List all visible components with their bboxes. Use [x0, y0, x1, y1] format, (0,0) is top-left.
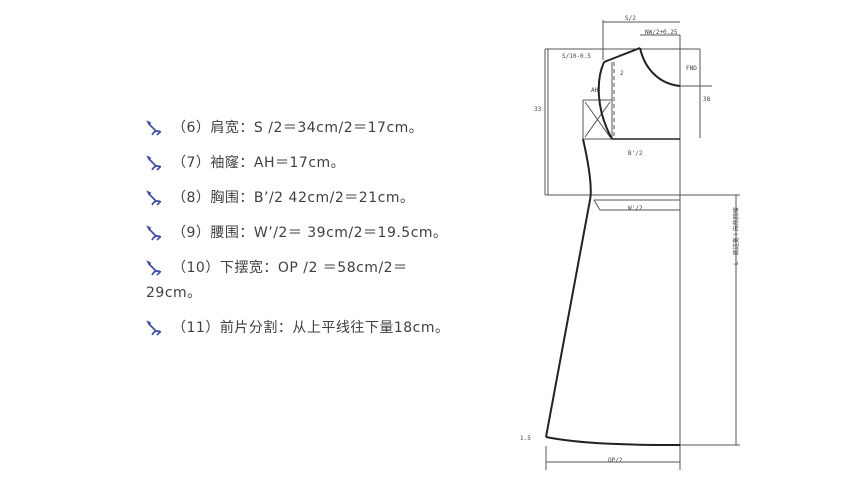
- spec-bust: （8）胸围：B’/2 42cm/2＝21cm。: [172, 190, 415, 206]
- pencil-check-icon: [146, 320, 162, 336]
- label-op-half: OP/2: [608, 457, 623, 464]
- list-item: （10）下摆宽：OP /2 ＝58cm/2＝ 29cm。: [146, 256, 506, 306]
- label-s-tenth: S/10-0.5: [562, 53, 591, 60]
- spec-armhole: （7）袖窿：AH＝17cm。: [172, 155, 346, 171]
- list-item: （6）肩宽：S /2＝34cm/2＝17cm。: [146, 116, 506, 141]
- label-w-half: W'/2: [628, 205, 643, 212]
- label-fnd: FND: [686, 65, 697, 72]
- spec-hem-line1: （10）下摆宽：OP /2 ＝58cm/2＝: [172, 260, 408, 276]
- label-two: 2: [620, 70, 624, 77]
- label-38: 38: [703, 96, 711, 103]
- list-item: （7）袖窿：AH＝17cm。: [146, 151, 506, 176]
- spec-shoulder: （6）肩宽：S /2＝34cm/2＝17cm。: [172, 120, 424, 136]
- pencil-check-icon: [146, 120, 162, 136]
- pencil-check-icon: [146, 190, 162, 206]
- list-item: （9）腰围：W’/2＝ 39cm/2＝19.5cm。: [146, 221, 506, 246]
- label-s-half: S/2: [625, 15, 636, 22]
- spec-hem: （10）下摆宽：OP /2 ＝58cm/2＝ 29cm。: [146, 256, 472, 306]
- label-vertical-note: L－底边宽＋自然回缩: [732, 207, 740, 265]
- spec-front-split: （11）前片分割：从上平线往下量18cm。: [172, 320, 450, 336]
- pencil-check-icon: [146, 225, 162, 241]
- label-one-point: 1.5: [520, 435, 531, 442]
- list-item: （11）前片分割：从上平线往下量18cm。: [146, 316, 506, 341]
- label-33: 33: [534, 106, 542, 113]
- spec-hem-line2: 29cm。: [146, 285, 202, 301]
- spec-list: （6）肩宽：S /2＝34cm/2＝17cm。 （7）袖窿：AH＝17cm。 （…: [146, 116, 506, 351]
- label-ah: AH: [591, 87, 599, 94]
- spec-waist: （9）腰围：W’/2＝ 39cm/2＝19.5cm。: [172, 225, 448, 241]
- pencil-check-icon: [146, 155, 162, 171]
- label-b-half: B'/2: [628, 150, 643, 157]
- pencil-check-icon: [146, 260, 162, 276]
- list-item: （8）胸围：B’/2 42cm/2＝21cm。: [146, 186, 506, 211]
- label-nw: NW/2+0.25: [645, 29, 678, 36]
